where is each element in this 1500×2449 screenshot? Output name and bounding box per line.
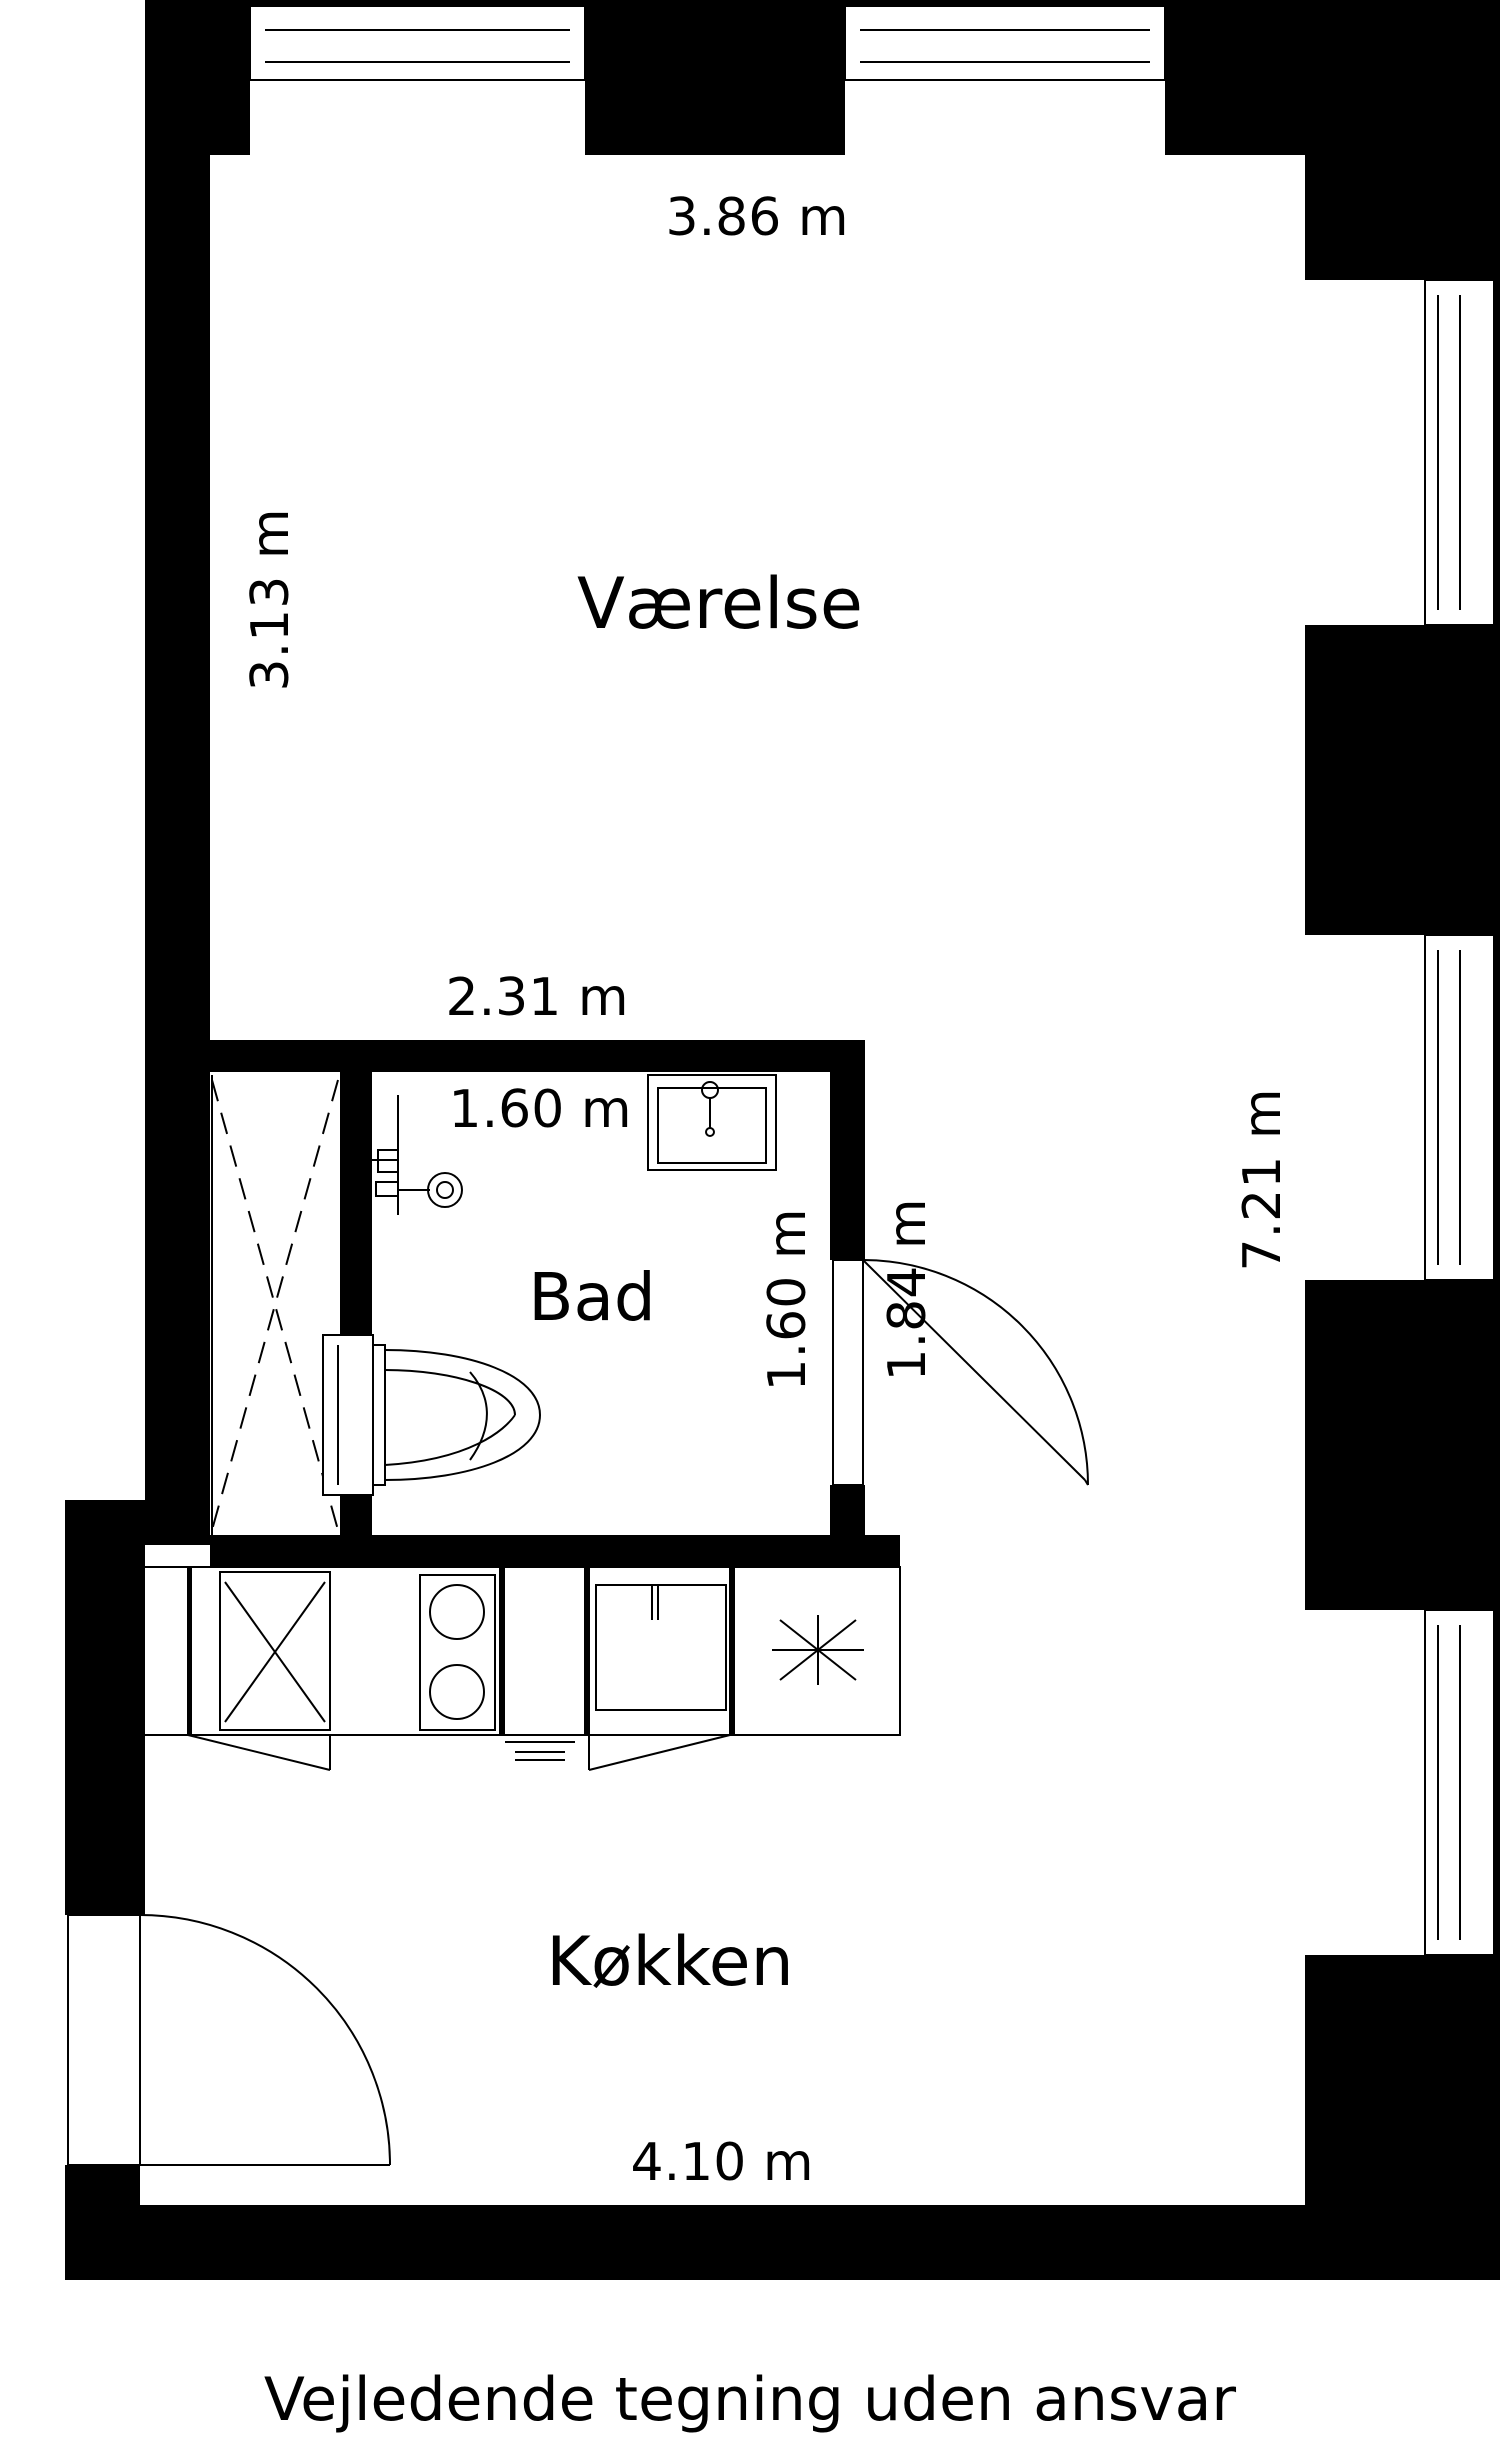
wall-right-pier-1 (1305, 625, 1500, 935)
window-top-left (249, 5, 586, 81)
wall-left-lower-upper (65, 1500, 145, 1915)
oven-door-icon (505, 1741, 575, 1761)
doors (67, 1259, 1089, 2166)
room-label-bad: Bad (528, 1259, 656, 1336)
kitchen-sink-icon (588, 1584, 731, 1771)
dimension-vaerelse-width: 3.86 m (666, 188, 849, 248)
dimension-vaerelse-depth: 3.13 m (241, 509, 301, 692)
bath-fixtures (322, 1074, 777, 1496)
wall-left-upper (145, 155, 210, 1545)
dishwasher-icon (219, 1571, 331, 1731)
wall-right-pier-3 (1305, 1955, 1500, 2280)
shower-mixer-icon (370, 1095, 463, 1215)
shower (211, 1075, 339, 1535)
window-top-right (844, 5, 1166, 81)
dishwasher-door-icon (187, 1734, 331, 1771)
wall-bath-right-upper (830, 1040, 865, 1260)
extractor-fan-icon (772, 1615, 864, 1685)
walls (65, 0, 1500, 2280)
windows (249, 5, 1495, 1956)
wall-bottom (65, 2205, 1435, 2280)
kitchen-counter (139, 1566, 901, 1771)
room-label-vaerelse: Værelse (577, 563, 863, 645)
window-right-2 (1424, 934, 1495, 1281)
door-entrance (67, 1914, 391, 2166)
dimension-total-length: 7.21 m (1233, 1089, 1293, 1272)
dimension-bad-width: 1.60 m (449, 1080, 632, 1140)
window-right-3 (1424, 1609, 1495, 1956)
door-bathroom (832, 1259, 1089, 1486)
room-label-kokken: Køkken (546, 1923, 793, 2002)
wall-bath-top (210, 1040, 865, 1072)
wall-top-right-pier (1165, 0, 1305, 155)
stove-icon (419, 1574, 496, 1731)
disclaimer-caption: Vejledende tegning uden ansvar (263, 2365, 1237, 2435)
wall-right-pier-2 (1305, 1280, 1500, 1610)
window-right-1 (1424, 279, 1495, 626)
labels: Værelse Bad Køkken 3.86 m 3.13 m 2.31 m … (241, 188, 1293, 2193)
dimension-bad-depth: 1.60 m (758, 1209, 818, 1392)
wall-bath-bottom (210, 1535, 900, 1567)
dimension-kokken-width: 4.10 m (631, 2133, 814, 2193)
wall-top-left-pier (145, 0, 250, 155)
dimension-vaerelse-bottom: 2.31 m (446, 968, 629, 1028)
wall-top-right-corner (1305, 0, 1500, 280)
wall-top-middle-pier (585, 0, 845, 155)
dimension-bad-outer: 1.84 m (878, 1199, 938, 1382)
wall-bath-right-lower (830, 1485, 865, 1535)
toilet-icon (322, 1334, 542, 1496)
sink-icon (647, 1074, 777, 1171)
